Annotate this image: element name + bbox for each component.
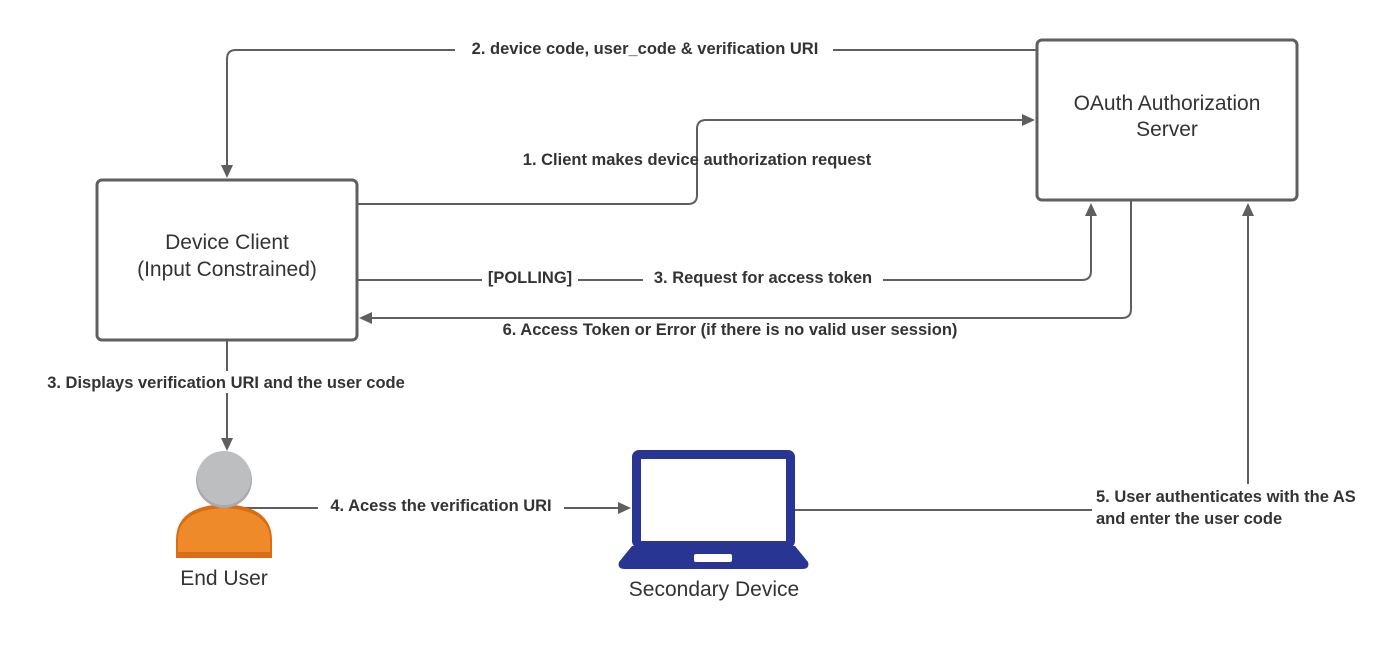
edge-5-label-line2: and enter the user code: [1096, 510, 1282, 528]
edge-1-connector: [357, 119, 1024, 205]
edge-1-arrowhead: [1022, 114, 1035, 126]
secondary-device-node: Secondary Device: [618, 450, 809, 601]
edge-1-label: 1. Client makes device authorization req…: [523, 151, 872, 169]
edge-2-arrowhead: [221, 165, 233, 178]
user-icon: [176, 451, 272, 558]
edge-6-arrowhead: [359, 312, 372, 324]
end-user-label: End User: [180, 567, 268, 590]
edge-5-label-line1: 5. User authenticates with the AS: [1096, 488, 1356, 506]
edge-2-connector: [226, 49, 1036, 168]
edge-5-connector: [793, 214, 1249, 511]
device-client-node: Device Client (Input Constrained): [95, 178, 359, 342]
oauth-server-label-line2: Server: [1136, 118, 1198, 141]
oauth-server-label-line1: OAuth Authorization: [1074, 92, 1261, 115]
device-client-label-line1: Device Client: [165, 231, 289, 254]
edge-4-label: 4. Acess the verification URI: [330, 497, 551, 515]
edge-4-arrowhead: [618, 502, 631, 514]
edge-3-request-label: 3. Request for access token: [654, 269, 872, 287]
secondary-device-label: Secondary Device: [629, 578, 799, 601]
device-client-label-line2: (Input Constrained): [137, 258, 317, 281]
edge-2-label: 2. device code, user_code & verification…: [472, 40, 819, 58]
oauth-server-node: OAuth Authorization Server: [1035, 38, 1299, 202]
end-user-node: End User: [176, 451, 272, 590]
edge-6-connector: [370, 200, 1132, 319]
edge-3-display-arrowhead: [221, 438, 233, 451]
edge-5-arrowhead: [1242, 203, 1254, 216]
edge-3-arrowhead: [1085, 203, 1097, 216]
edge-6-label: 6. Access Token or Error (if there is no…: [503, 321, 958, 339]
edge-3-display-label: 3. Displays verification URI and the use…: [47, 374, 405, 392]
laptop-icon: [618, 450, 809, 569]
edge-3-connector: [357, 214, 1092, 281]
edge-3-polling-label: [POLLING]: [488, 269, 572, 287]
